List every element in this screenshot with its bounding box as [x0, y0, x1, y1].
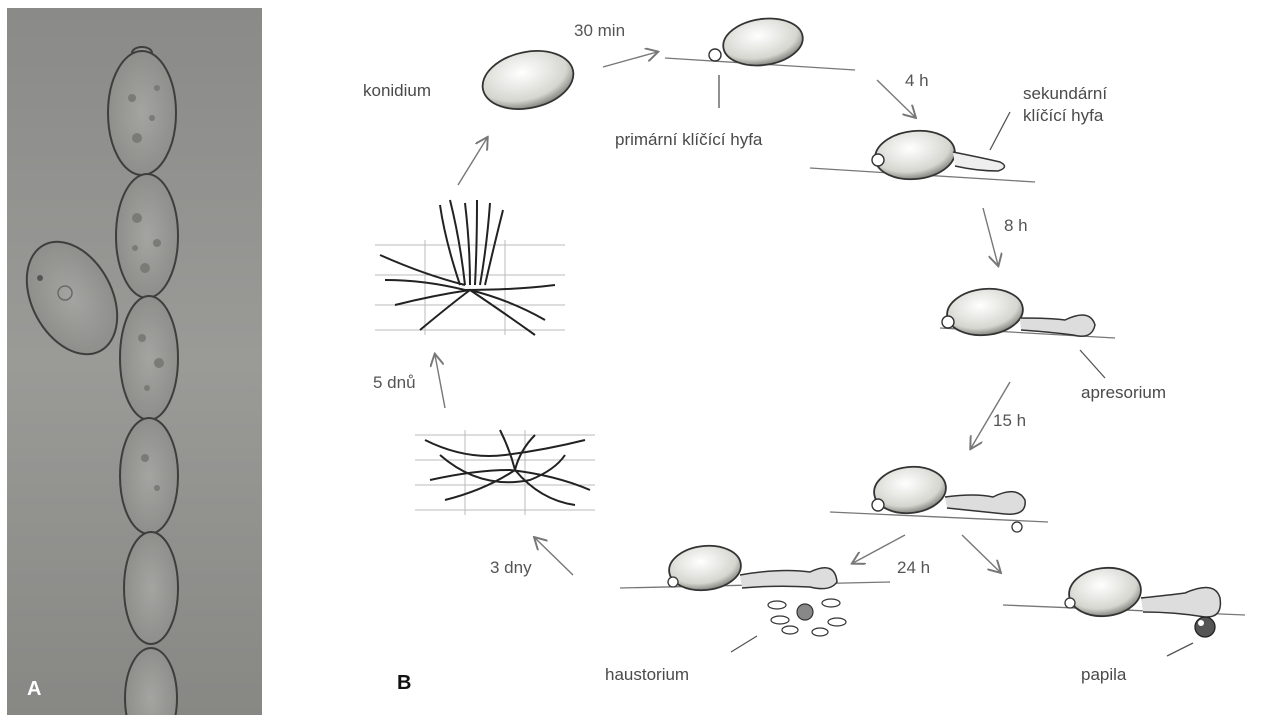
- time-3dny: 3 dny: [490, 557, 532, 579]
- conidium-drawing: [477, 43, 579, 117]
- label-konidium: konidium: [363, 80, 431, 102]
- stage-8h-drawing: [940, 285, 1115, 378]
- stage-15h-drawing: [830, 463, 1048, 532]
- stage-30min-drawing: [665, 14, 855, 108]
- panel-a-label: A: [27, 678, 41, 701]
- colony-5-days-drawing: [375, 200, 565, 335]
- conidia-chain-image: [7, 8, 262, 715]
- time-30min: 30 min: [574, 20, 625, 42]
- label-apresorium: apresorium: [1081, 382, 1166, 404]
- time-8h: 8 h: [1004, 215, 1028, 237]
- label-primary-hypha: primární klíčící hyfa: [615, 129, 762, 151]
- panel-b-label: B: [397, 672, 411, 695]
- papila-drawing: [1003, 564, 1245, 656]
- time-5dnu: 5 dnů: [373, 372, 416, 394]
- haustorium-drawing: [620, 542, 890, 652]
- diagram-drawing: [265, 0, 1268, 715]
- germination-diagram: konidium primární klíčící hyfa sekundárn…: [265, 0, 1268, 715]
- label-haustorium: haustorium: [605, 664, 689, 686]
- micrograph-panel: A: [7, 8, 262, 715]
- time-24h: 24 h: [897, 557, 930, 579]
- colony-3-days-drawing: [415, 430, 595, 515]
- label-papila: papila: [1081, 664, 1126, 686]
- stage-4h-drawing: [810, 112, 1035, 183]
- time-15h: 15 h: [993, 410, 1026, 432]
- label-secondary-hypha: sekundární klíčící hyfa: [1023, 83, 1107, 127]
- time-4h: 4 h: [905, 70, 929, 92]
- conidia-chain: [108, 47, 178, 715]
